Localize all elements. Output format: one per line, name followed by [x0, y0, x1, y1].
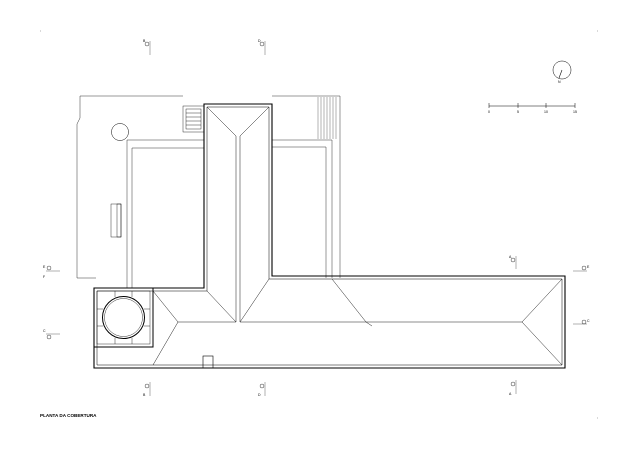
drawing-title: PLANTA DA COBERTURA [40, 413, 97, 418]
north-arrow-icon [552, 60, 572, 80]
corner-tower [93, 287, 154, 348]
north-label: N [558, 80, 561, 84]
section-label-f-left: F [43, 275, 45, 279]
chimney [202, 355, 214, 369]
north-wing-roof [206, 106, 270, 323]
west-roof [152, 290, 236, 366]
section-label-e-right: E [587, 265, 590, 269]
section-label-c-left: C [43, 329, 46, 333]
section-label-b-bottom: B [143, 393, 146, 397]
section-label-c-right: C [587, 319, 590, 323]
east-wing-roof [240, 278, 563, 366]
corner-turret [111, 123, 129, 141]
section-label-a-bottom: A [509, 392, 512, 396]
section-label-d-bottom: D [258, 393, 261, 397]
section-label-d-top: D [258, 39, 261, 43]
scale-label-0: 0 [488, 110, 490, 114]
site-boundary [76, 95, 341, 279]
scale-label-10: 10 [544, 110, 548, 114]
stair-block [182, 105, 205, 133]
scale-label-5: 5 [517, 110, 519, 114]
building-outline [93, 103, 566, 369]
courtyard [110, 139, 333, 288]
scale-bar [488, 103, 576, 108]
section-label-a-top: A [509, 255, 512, 259]
scale-bar-labels: 0 5 10 15 [488, 110, 577, 114]
section-label-e-left: E [43, 265, 46, 269]
scale-label-15: 15 [573, 110, 577, 114]
section-marker-circles [46, 41, 587, 389]
section-label-b-top: B [143, 39, 146, 43]
section-labels: B B D D A A E F C E C [43, 39, 590, 397]
sheet-corner-ticks [40, 30, 598, 419]
terrace-ribs [317, 97, 337, 139]
